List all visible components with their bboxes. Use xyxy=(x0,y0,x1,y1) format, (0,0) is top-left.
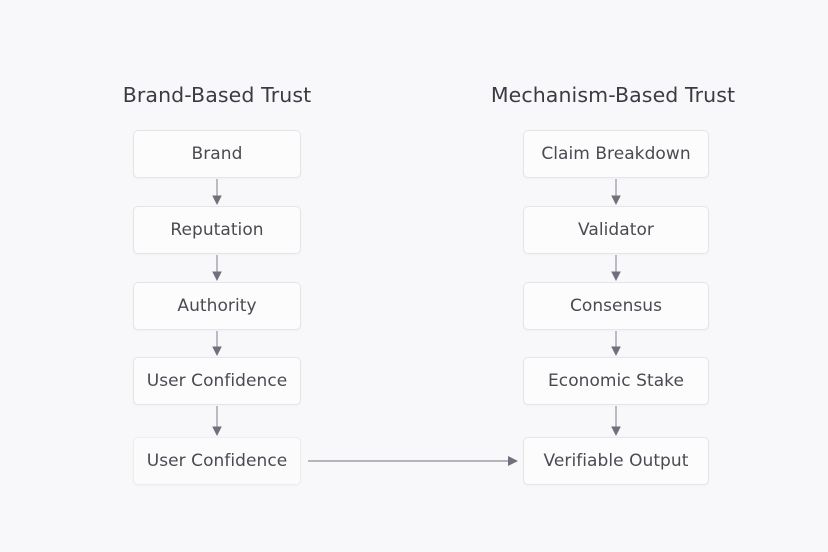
arrow-authority-to-user-confidence xyxy=(212,331,222,356)
arrow-user-confidence-to-verifiable-output xyxy=(308,456,518,466)
arrow-brand-to-reputation xyxy=(212,179,222,205)
node-brand[interactable]: Brand xyxy=(133,130,301,178)
node-economic-stake[interactable]: Economic Stake xyxy=(523,357,709,405)
arrow-economic-stake-to-verifiable-output xyxy=(611,406,621,436)
arrow-consensus-to-economic-stake xyxy=(611,331,621,356)
node-reputation[interactable]: Reputation xyxy=(133,206,301,254)
node-claim-breakdown[interactable]: Claim Breakdown xyxy=(523,130,709,178)
arrow-validator-to-consensus xyxy=(611,255,621,281)
node-consensus[interactable]: Consensus xyxy=(523,282,709,330)
node-verifiable-output[interactable]: Verifiable Output xyxy=(523,437,709,485)
arrow-reputation-to-authority xyxy=(212,255,222,281)
node-user-confidence-2[interactable]: User Confidence xyxy=(133,437,301,485)
column-heading-brand-based-trust: Brand-Based Trust xyxy=(122,83,312,107)
node-user-confidence-1[interactable]: User Confidence xyxy=(133,357,301,405)
arrow-user-confidence-to-user-confidence xyxy=(212,406,222,436)
node-validator[interactable]: Validator xyxy=(523,206,709,254)
column-heading-mechanism-based-trust: Mechanism-Based Trust xyxy=(490,83,736,107)
arrow-claim-breakdown-to-validator xyxy=(611,179,621,205)
node-authority[interactable]: Authority xyxy=(133,282,301,330)
